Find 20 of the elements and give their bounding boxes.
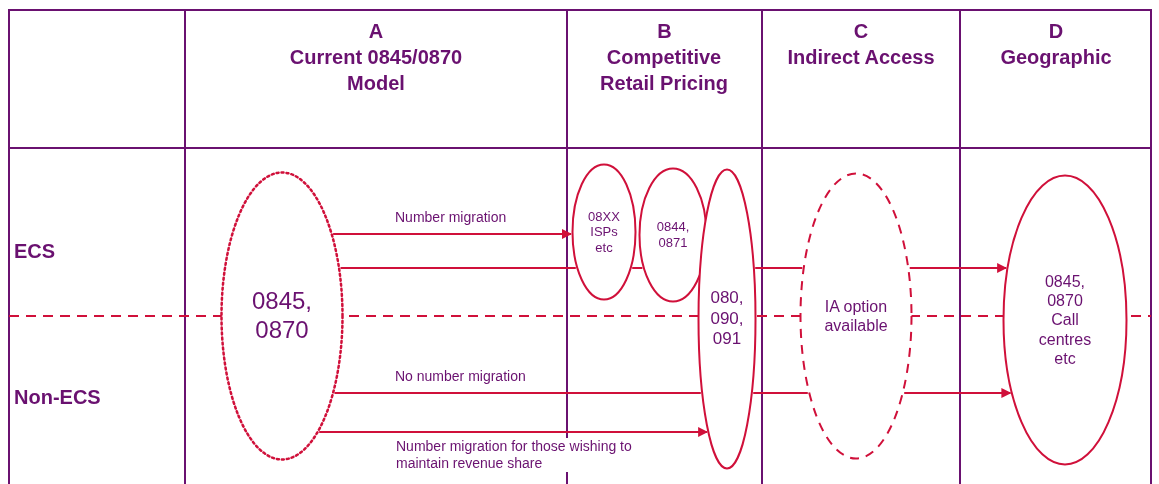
oval-node: 080, 090, 091 [697, 168, 757, 470]
column-header: Current 0845/0870 Model [288, 45, 464, 96]
oval-node: 08XX ISPs etc [571, 163, 637, 301]
arrow [318, 427, 709, 437]
oval-node: 0845, 0870 [220, 171, 344, 461]
row-header: ECS [14, 239, 57, 264]
oval-node: IA option available [799, 172, 913, 460]
column-header: A [367, 19, 385, 44]
arrow [903, 388, 1012, 398]
column-header: D [1047, 19, 1065, 44]
arrow [332, 229, 572, 239]
column-header: Competitive Retail Pricing [599, 45, 729, 96]
arrow [908, 263, 1008, 273]
row-header: Non-ECS [14, 385, 102, 410]
column-header: Indirect Access [786, 45, 936, 70]
column-header: C [852, 19, 870, 44]
oval-node: 0845, 0870 Call centres etc [1002, 174, 1128, 466]
column-header: B [656, 19, 673, 44]
oval-node: 0844, 0871 [638, 167, 708, 303]
column-header: Geographic [999, 45, 1113, 70]
